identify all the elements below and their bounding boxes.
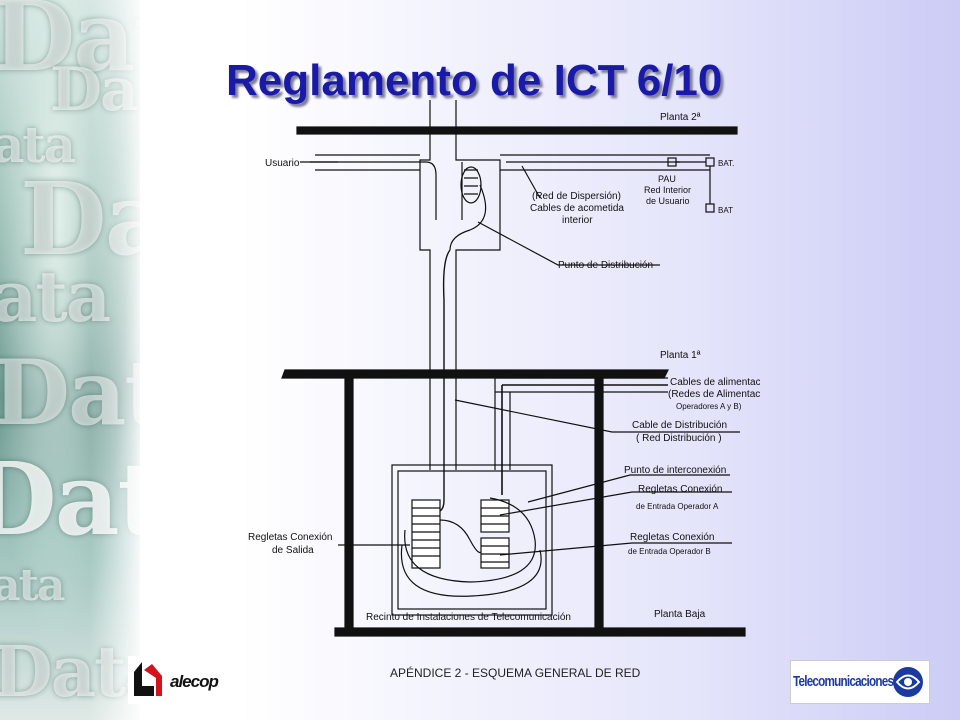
label-redes-alimentacion: (Redes de Alimentación [668,389,760,400]
input-terminal-marks-b [481,545,509,563]
column-left [344,377,354,629]
rit-room [391,464,553,616]
slide-title: Reglamento de ICT 6/10 [226,56,723,105]
label-punto-distribucion: Punto de Distribución [558,260,653,271]
label-bat-2: BAT [718,206,733,215]
network-diagram: Planta 2ª Usuario BAT. BAT PAU Red Inter… [248,100,760,637]
sidebar-fade [90,0,140,720]
footer-caption: APÉNDICE 2 - ESQUEMA GENERAL DE RED [390,666,641,680]
label-red-dispersion: (Red de Dispersión) [532,191,621,202]
label-operadores: Operadores A y B) [676,402,742,411]
alecop-logo-icon [128,656,234,704]
rit-room-inner [397,470,547,610]
floor-slab-ground [334,627,746,637]
label-planta-1: Planta 1ª [660,350,701,361]
input-terminal-marks-a [481,507,509,525]
corridor [315,154,710,171]
label-planta-2: Planta 2ª [660,112,701,123]
label-pau: PAU [658,174,676,184]
bat-box [705,157,715,167]
dispersion-cables [310,161,680,220]
label-red-interior-2: de Usuario [646,196,690,206]
bat-box [705,203,715,213]
input-terminal-strip-b [480,537,510,569]
distribution-cable [429,249,451,520]
label-cables-alimentacion: Cables de alimentación [670,377,760,388]
label-usuario: Usuario [265,158,300,169]
output-terminal-strip [411,499,441,569]
sidebar-word: ata [0,560,65,611]
label-regletas-salida-1: Regletas Conexión [248,532,333,543]
label-recinto: Recinto de Instalaciones de Telecomunica… [366,612,571,623]
rit-cable-loop [404,497,536,583]
feeder-cables [501,384,668,495]
label-punto-interconexion: Punto de interconexión [624,465,726,476]
floor-slab-2 [296,126,738,135]
label-bat-1: BAT. [718,159,734,168]
distribution-point [460,166,482,204]
leader-distribution-point [477,221,660,266]
leader-interconnection [527,474,730,503]
label-planta-baja: Planta Baja [654,609,706,620]
label-cables-acometida-1: Cables de acometida [530,203,624,214]
leader-regletas-a [499,491,732,516]
label-regletas-b-2: de Entrada Operador B [628,547,711,556]
red-interior-lines [676,161,711,204]
output-terminal-marks [412,507,440,557]
label-regletas-a-2: de Entrada Operador A [636,502,719,511]
leader-regletas-b [499,542,732,556]
rit-cable-loop-outer [400,544,542,597]
distribution-point-marks [464,169,478,195]
label-cables-acometida-2: interior [562,215,593,226]
label-cable-distribucion: Cable de Distribución [632,420,727,431]
rit-cable-cross [439,519,482,554]
alecop-wordmark: alecop [170,672,219,691]
dispersion-loop [449,184,487,251]
label-regletas-b-1: Regletas Conexión [630,532,715,543]
sidebar-word: ata [0,115,76,174]
label-red-distribucion: ( Red Distribución ) [636,433,722,444]
column-right [594,377,604,629]
label-red-interior-1: Red Interior [644,185,691,195]
riser-shaft [419,100,501,470]
globe-emblem-icon [893,667,923,697]
leader-distribution-cable [454,399,740,433]
label-regletas-salida-2: de Salida [272,545,314,556]
leader-dispersion [521,165,541,199]
floor-slab-1 [281,369,669,379]
telecomunicaciones-wordmark: Telecomunicaciones [793,673,894,690]
label-regletas-a-1: Regletas Conexión [638,484,723,495]
telecomunicaciones-logo: Telecomunicaciones [790,660,930,704]
feeder-duct [494,377,668,470]
